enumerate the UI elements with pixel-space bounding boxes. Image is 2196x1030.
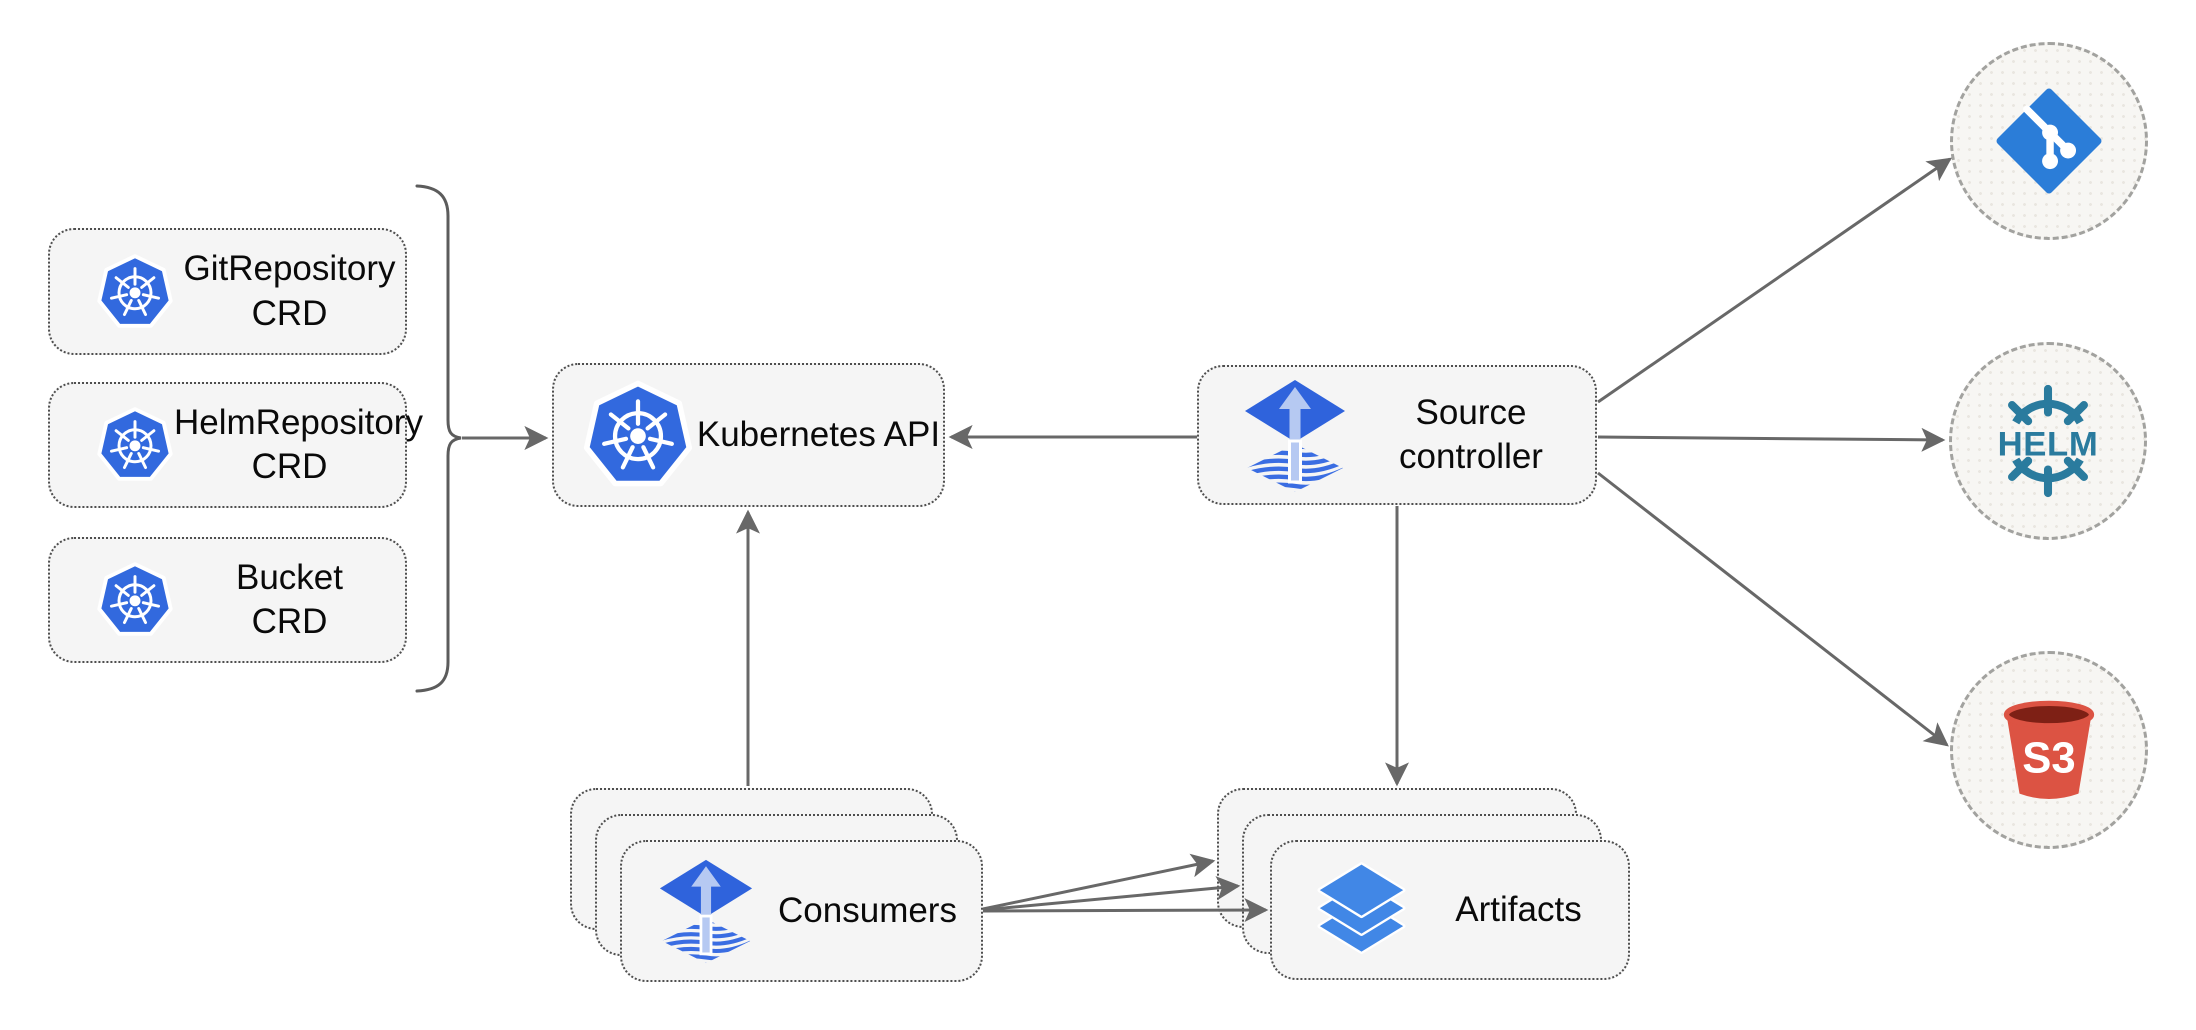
node-label-kubernetes-api: Kubernetes API xyxy=(696,414,941,454)
edge-source-controller-to-git xyxy=(1597,157,1952,404)
node-helmrepository-crd: HelmRepository CRD xyxy=(48,382,423,508)
flux-icon xyxy=(658,858,754,964)
kubernetes-icon xyxy=(96,561,174,639)
s3-bucket-icon: S3 xyxy=(2003,700,2095,799)
edge-consumers-to-artifacts-back xyxy=(982,853,1216,911)
endpoint-git xyxy=(1950,42,2148,240)
edge-source-controller-to-s3 xyxy=(1597,471,1949,747)
endpoint-helm: HELM xyxy=(1949,342,2147,540)
node-bucket-crd: Bucket CRD xyxy=(48,537,407,663)
kubernetes-icon xyxy=(582,379,694,491)
kubernetes-icon xyxy=(96,406,174,484)
node-label-source-controller: Source controller xyxy=(1399,392,1543,476)
node-label-helmrepository-crd: HelmRepository CRD xyxy=(174,402,423,486)
endpoint-s3: S3 xyxy=(1950,651,2148,849)
crd-group-brace xyxy=(415,184,462,693)
s3-logo-text: S3 xyxy=(2022,733,2075,782)
node-source-controller: Source controller xyxy=(1197,365,1597,505)
node-label-artifacts: Artifacts xyxy=(1455,889,1582,929)
node-label-consumers: Consumers xyxy=(778,890,957,930)
git-icon xyxy=(1996,88,2102,194)
edge-source-controller-to-helm xyxy=(1597,427,1946,452)
node-label-bucket-crd: Bucket CRD xyxy=(236,557,343,641)
node-artifacts: Artifacts xyxy=(1270,840,1630,980)
helm-logo-text: HELM xyxy=(1998,425,2099,463)
node-consumers: Consumers xyxy=(620,840,983,982)
node-gitrepository-crd: GitRepository CRD xyxy=(48,228,407,355)
layers-icon xyxy=(1314,857,1409,963)
node-label-gitrepository-crd: GitRepository CRD xyxy=(183,249,396,333)
helm-icon: HELM xyxy=(1998,384,2099,498)
node-kubernetes-api: Kubernetes API xyxy=(552,363,945,507)
kubernetes-icon xyxy=(96,253,174,331)
flux-icon xyxy=(1243,378,1347,493)
edge-consumers-to-artifacts-middle xyxy=(982,876,1241,912)
